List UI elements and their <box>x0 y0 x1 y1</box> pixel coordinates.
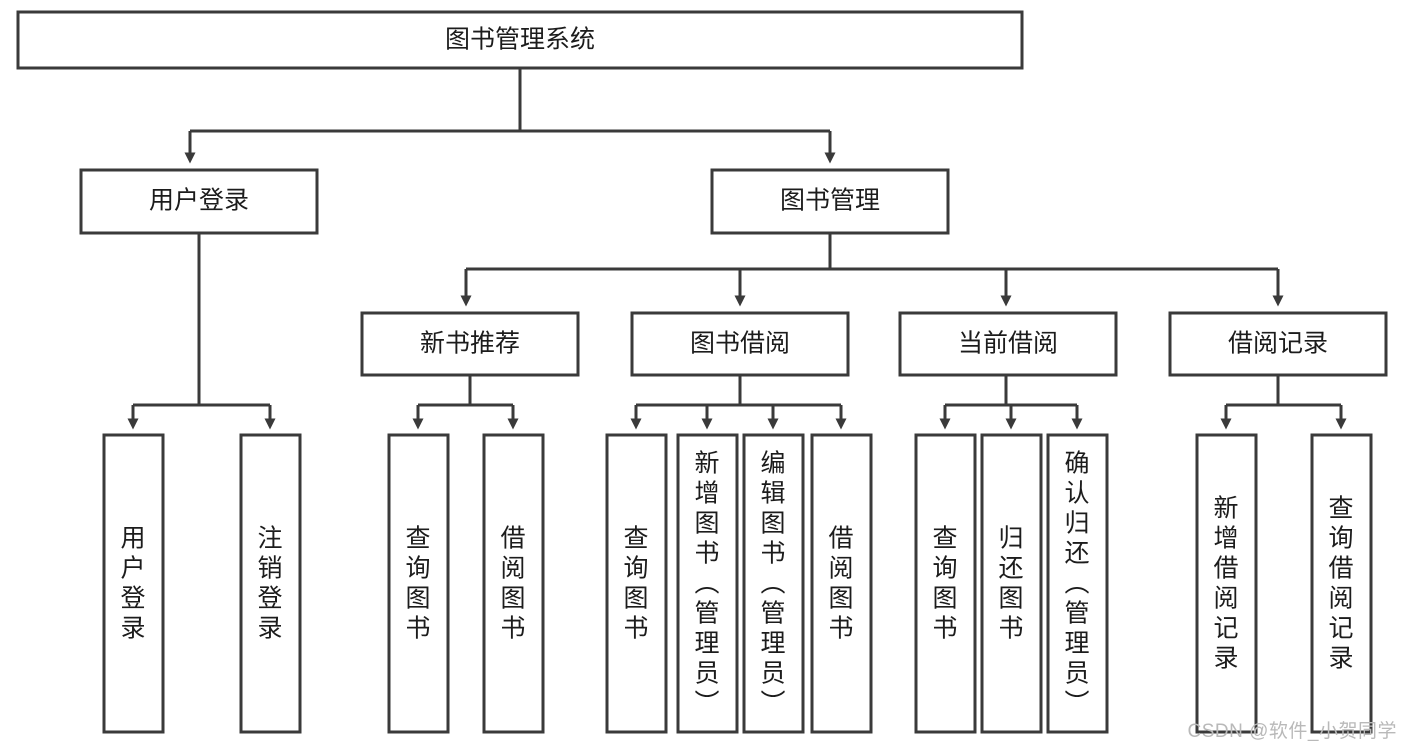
leaf-query-book-2[interactable]: 查询图书 <box>605 433 668 734</box>
node-new-book-recommend-label: 新书推荐 <box>420 330 520 358</box>
node-current-borrow-label: 当前借阅 <box>958 330 1058 358</box>
leaf-query-record-label: 查询借阅记录 <box>1328 494 1353 672</box>
leaf-query-book-1[interactable]: 查询图书 <box>387 433 450 734</box>
node-book-borrow-box <box>630 311 850 377</box>
connector-bookborrow-to-leaves <box>630 375 847 430</box>
leaf-query-record-box <box>1310 433 1373 734</box>
leaf-query-book-2-label: 查询图书 <box>623 524 648 642</box>
leaf-edit-book[interactable]: 编辑图书︵管理员︶ <box>742 433 805 734</box>
node-current-borrow-box <box>898 311 1118 377</box>
node-new-book-recommend-box <box>360 311 580 377</box>
node-borrow-record-box <box>1168 311 1388 377</box>
leaf-query-record[interactable]: 查询借阅记录 <box>1310 433 1373 734</box>
leaf-return-book[interactable]: 归还图书 <box>980 433 1043 734</box>
leaf-confirm-return-box <box>1046 433 1109 734</box>
connector-borrowrecord-to-leaves <box>1220 375 1347 430</box>
leaf-query-book-3-box <box>914 433 977 734</box>
node-user-login[interactable]: 用户登录 <box>79 168 319 235</box>
leaf-add-record-label: 新增借阅记录 <box>1213 494 1238 672</box>
leaf-query-book-1-box <box>387 433 450 734</box>
leaf-return-book-box <box>980 433 1043 734</box>
node-borrow-record[interactable]: 借阅记录 <box>1168 311 1388 377</box>
leaf-query-book-1-label: 查询图书 <box>405 524 430 642</box>
node-book-borrow-label: 图书借阅 <box>690 330 790 358</box>
node-book-manage-label: 图书管理 <box>780 187 880 215</box>
leaf-add-book-box <box>676 433 739 734</box>
leaf-logout-login-box <box>239 433 302 734</box>
leaf-borrow-book-2[interactable]: 借阅图书 <box>810 433 873 734</box>
leaf-user-login-label: 用户登录 <box>120 524 145 642</box>
leaf-borrow-book-1[interactable]: 借阅图书 <box>482 433 545 734</box>
node-book-manage-box <box>710 168 950 235</box>
leaf-edit-book-box <box>742 433 805 734</box>
node-system-root[interactable]: 图书管理系统 <box>16 10 1024 70</box>
leaf-query-book-3-label: 查询图书 <box>932 524 957 642</box>
connector-userlogin-to-leaves <box>127 233 276 430</box>
leaf-confirm-return-label: 确认归还︵管理员︶ <box>1064 449 1089 717</box>
connector-newbook-to-leaves <box>412 375 519 430</box>
node-user-login-box <box>79 168 319 235</box>
node-current-borrow[interactable]: 当前借阅 <box>898 311 1118 377</box>
connector-bookmanage-to-level3 <box>460 233 1284 307</box>
node-book-manage[interactable]: 图书管理 <box>710 168 950 235</box>
leaf-add-record[interactable]: 新增借阅记录 <box>1195 433 1258 734</box>
connector-root-to-level2 <box>184 68 836 164</box>
connector-currentborrow-to-leaves <box>939 375 1083 430</box>
node-borrow-record-label: 借阅记录 <box>1228 330 1328 358</box>
node-system-root-label: 图书管理系统 <box>445 26 595 54</box>
node-user-login-label: 用户登录 <box>149 187 249 215</box>
leaf-borrow-book-2-box <box>810 433 873 734</box>
node-system-root-box <box>16 10 1024 70</box>
leaf-query-book-3[interactable]: 查询图书 <box>914 433 977 734</box>
leaf-add-book-label: 新增图书︵管理员︶ <box>694 449 719 717</box>
leaf-borrow-book-2-label: 借阅图书 <box>828 524 853 642</box>
leaf-logout-login[interactable]: 注销登录 <box>239 433 302 734</box>
node-book-borrow[interactable]: 图书借阅 <box>630 311 850 377</box>
leaf-confirm-return[interactable]: 确认归还︵管理员︶ <box>1046 433 1109 734</box>
leaf-user-login[interactable]: 用户登录 <box>102 433 165 734</box>
leaf-borrow-book-1-box <box>482 433 545 734</box>
node-new-book-recommend[interactable]: 新书推荐 <box>360 311 580 377</box>
leaf-return-book-label: 归还图书 <box>998 524 1023 642</box>
leaf-edit-book-label: 编辑图书︵管理员︶ <box>760 449 785 717</box>
leaf-query-book-2-box <box>605 433 668 734</box>
leaf-add-record-box <box>1195 433 1258 734</box>
leaf-borrow-book-1-label: 借阅图书 <box>500 524 525 642</box>
leaf-logout-login-label: 注销登录 <box>257 524 282 642</box>
leaf-add-book[interactable]: 新增图书︵管理员︶ <box>676 433 739 734</box>
leaf-user-login-box <box>102 433 165 734</box>
